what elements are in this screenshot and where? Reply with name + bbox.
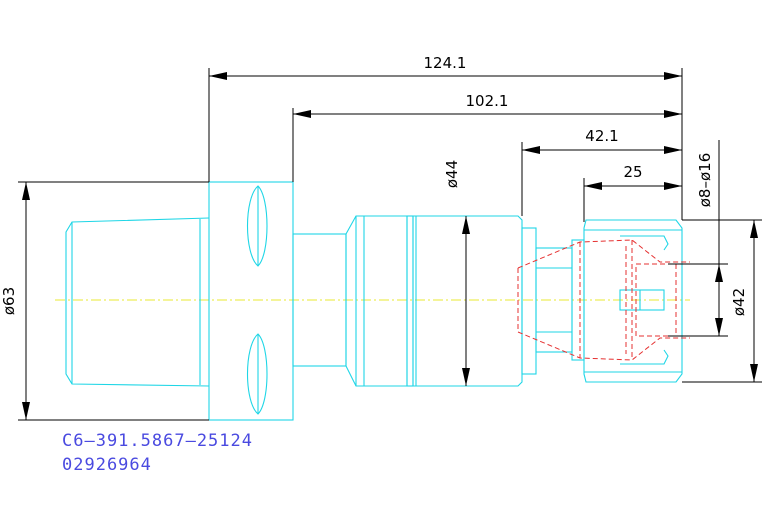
collet-nut-outline — [583, 219, 683, 383]
dim-label-mid-length: 42.1 — [585, 127, 618, 145]
dim-label-overall-length: 124.1 — [424, 54, 467, 72]
dim-nut-diameter: ø42 — [730, 220, 758, 382]
dim-taper-to-nose: 102.1 — [293, 92, 682, 118]
shank-outline — [65, 217, 210, 387]
extension-lines — [18, 68, 762, 421]
dim-mid-length: 42.1 — [522, 127, 682, 154]
part-code: C6–391.5867–25124 — [62, 431, 253, 451]
part-number: 02926964 — [62, 455, 152, 475]
dim-label-nut-diameter: ø42 — [730, 288, 748, 316]
dim-body-diameter: ø44 — [443, 160, 470, 386]
dim-nut-length: 25 — [584, 163, 682, 190]
dim-label-body-diameter: ø44 — [443, 160, 461, 188]
dim-overall-length: 124.1 — [209, 54, 682, 80]
dim-label-clamping-range: ø8–ø16 — [696, 153, 714, 208]
flange-outline — [208, 181, 294, 421]
dim-clamping-range: ø8–ø16 — [696, 140, 723, 336]
body-outline — [345, 215, 537, 387]
dim-label-taper-to-nose: 102.1 — [466, 92, 509, 110]
dim-label-flange-diameter: ø63 — [0, 287, 18, 315]
dim-label-nut-length: 25 — [623, 163, 642, 181]
dim-flange-diameter: ø63 — [0, 182, 30, 420]
